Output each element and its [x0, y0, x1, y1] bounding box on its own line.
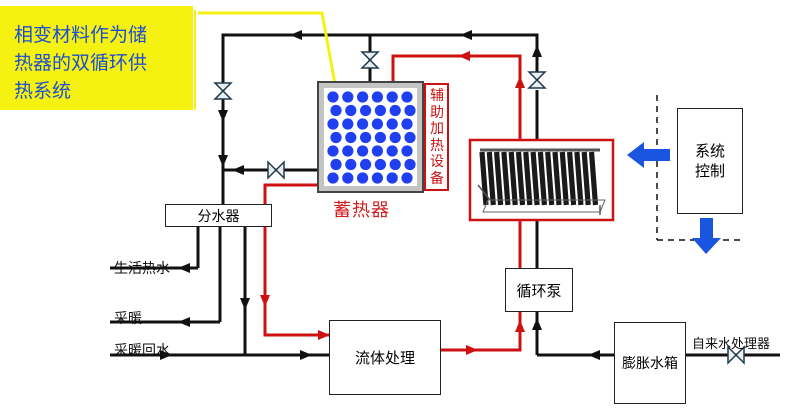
collector-tube: [523, 151, 533, 206]
expansion-tank-label: 膨胀水箱: [622, 356, 678, 372]
pump-box: 循环泵: [505, 268, 573, 312]
pump-label: 循环泵: [516, 281, 562, 300]
pcm-ball: [404, 131, 416, 144]
pcm-ball: [342, 172, 354, 184]
collector-tubes: [479, 148, 600, 206]
collector-tube: [588, 151, 599, 206]
expansion-tank-box: 膨胀水箱: [614, 322, 686, 404]
pcm-ball: [404, 104, 416, 117]
callout-line-2: 热器的双循环供: [14, 52, 148, 74]
valve-tap-water: [727, 345, 745, 365]
pcm-ball: [389, 131, 401, 144]
collector-tube: [508, 151, 518, 206]
pcm-ball: [386, 172, 398, 184]
pcm-ball: [374, 104, 386, 117]
collector-tube: [545, 151, 555, 206]
manifold-box: 分水器: [165, 204, 272, 227]
pcm-ball: [371, 118, 383, 130]
heating-label: 采暖: [114, 311, 142, 327]
pcm-ball: [404, 158, 416, 171]
aux-heater-label: 辅助加热设备: [430, 88, 444, 187]
pcm-ball: [371, 91, 383, 103]
pcm-ball: [342, 118, 354, 130]
blue-arrows: [627, 142, 721, 254]
pcm-ball: [330, 104, 342, 117]
system-control-box: 系统控制: [677, 108, 743, 214]
pcm-ball: [401, 118, 413, 130]
pcm-ball: [357, 91, 369, 103]
collector-tube: [567, 151, 577, 206]
pcm-ball: [327, 91, 339, 103]
pcm-ball: [345, 131, 357, 144]
pcm-ball: [342, 91, 354, 103]
collector-tube: [479, 151, 489, 206]
pcm-ball: [330, 158, 342, 171]
pcm-ball: [360, 131, 372, 144]
valve-left: [213, 82, 233, 100]
collector-tube: [537, 151, 547, 206]
pcm-ball: [357, 172, 369, 184]
pcm-ball: [386, 91, 398, 103]
pcm-ball: [374, 131, 386, 144]
callout-line-1: 相变材料作为储: [14, 24, 148, 46]
flow-arrows-red: [260, 51, 525, 355]
storage-vessel: [317, 81, 424, 193]
pcm-ball: [401, 145, 413, 157]
aux-heater-box: [424, 83, 449, 191]
callout-line-3: 热系统: [14, 80, 72, 102]
pcm-ball: [345, 104, 357, 117]
pcm-ball: [342, 145, 354, 157]
blue-arrow-down: [692, 218, 721, 254]
solar-collector: [468, 138, 615, 222]
collector-tube: [494, 151, 504, 206]
pcm-ball: [327, 145, 339, 157]
collector-tube: [559, 151, 569, 206]
pcm-ball: [386, 145, 398, 157]
collector-tube: [581, 151, 591, 206]
pcm-ball: [330, 131, 342, 144]
pcm-ball: [360, 158, 372, 171]
pcm-ball: [327, 172, 339, 184]
manifold-label: 分水器: [197, 208, 240, 225]
pcm-ball: [371, 145, 383, 157]
pcm-ball: [327, 118, 339, 130]
pcm-ball: [371, 172, 383, 184]
pcm-ball: [386, 118, 398, 130]
pcm-ball: [401, 91, 413, 103]
pcm-ball: [389, 104, 401, 117]
pcm-ball: [401, 172, 413, 184]
pcm-ball: [357, 118, 369, 130]
collector-tube: [574, 151, 584, 206]
fluid-treatment-box: 流体处理: [329, 320, 441, 395]
pcm-ball: [360, 104, 372, 117]
domestic-hot-water-label: 生活热水: [114, 261, 170, 277]
pcm-balls: [327, 91, 416, 184]
valves: [213, 51, 745, 365]
valve-top: [360, 51, 380, 69]
collector-tube: [486, 151, 496, 206]
pcm-ball: [345, 158, 357, 171]
collector-tube: [530, 151, 540, 206]
flow-arrows-black: [160, 30, 600, 360]
pcm-ball: [389, 158, 401, 171]
fluid-treatment-label: 流体处理: [354, 349, 415, 367]
heating-return-label: 采暖回水: [114, 343, 170, 359]
pcm-ball: [374, 158, 386, 171]
collector-tube: [515, 151, 526, 206]
callout: [0, 6, 340, 110]
tap-water-treatment-label: 自来水处理器: [692, 337, 771, 352]
blue-arrow-left: [627, 142, 670, 168]
valve-storage-left: [267, 160, 285, 180]
storage-label: 蓄热器: [333, 200, 390, 221]
system-control-label: 系统控制: [694, 142, 725, 180]
collector-tube: [501, 151, 511, 206]
valve-right-top: [527, 71, 547, 89]
collector-tube: [552, 151, 562, 206]
pcm-ball: [357, 145, 369, 157]
